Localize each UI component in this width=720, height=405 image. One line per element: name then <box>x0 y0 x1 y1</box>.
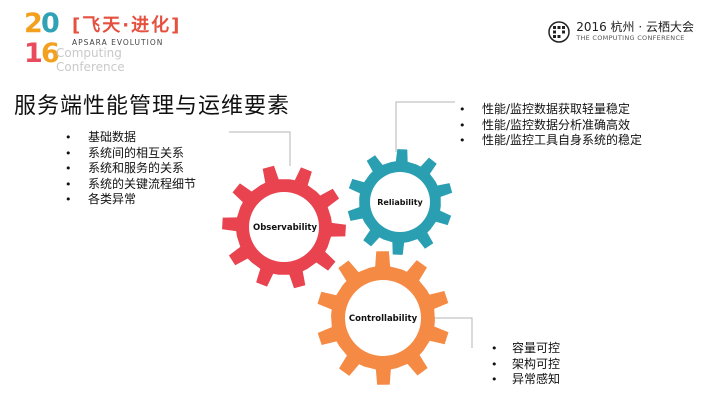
brand-english: APSARA EVOLUTION <box>72 38 181 48</box>
list-item: 系统间的相互关系 <box>88 146 196 162</box>
list-item: 性能/监控数据获取轻量稳定 <box>482 102 642 118</box>
gear-label-controllability: Controllability <box>349 314 418 324</box>
list-item: 容量可控 <box>512 341 560 357</box>
gear-label-reliability: Reliability <box>377 198 423 207</box>
logo-digit-2: 2 <box>24 10 43 37</box>
list-item: 性能/监控工具自身系统的稳定 <box>482 133 642 149</box>
page-title: 服务端性能管理与运维要素 <box>14 88 290 120</box>
computing-conference-logo-icon <box>548 21 570 43</box>
list-item: 架构可控 <box>512 357 560 373</box>
controllability-list: 容量可控 架构可控 异常感知 <box>512 341 560 388</box>
logo-subtitle: Computing Conference <box>56 46 125 74</box>
list-item: 系统和服务的关系 <box>88 161 196 177</box>
logo-subtitle-line2: Conference <box>56 60 125 74</box>
apsara-brand: [飞天·进化] APSARA EVOLUTION <box>72 15 181 48</box>
logo-digit-0: 0 <box>41 10 60 37</box>
list-item: 性能/监控数据分析准确高效 <box>482 118 642 134</box>
connector-reliability <box>396 102 455 152</box>
conference-logo: 2016 杭州 · 云栖大会 THE COMPUTING CONFERENCE <box>548 20 694 43</box>
gear-label-observability: Observability <box>253 223 317 233</box>
list-item: 异常感知 <box>512 372 560 388</box>
conference-text: 2016 杭州 · 云栖大会 THE COMPUTING CONFERENCE <box>576 20 694 43</box>
list-item: 系统的关键流程细节 <box>88 177 196 193</box>
conference-title: 2016 杭州 · 云栖大会 <box>576 20 694 34</box>
observability-list: 基础数据 系统间的相互关系 系统和服务的关系 系统的关键流程细节 各类异常 <box>88 130 196 208</box>
list-item: 各类异常 <box>88 192 196 208</box>
connector-observability <box>229 132 290 166</box>
list-item: 基础数据 <box>88 130 196 146</box>
conference-subtitle: THE COMPUTING CONFERENCE <box>576 34 694 43</box>
logo-subtitle-line1: Computing <box>56 46 125 60</box>
logo-digit-1: 1 <box>24 40 43 67</box>
brand-chinese: [飞天·进化] <box>72 15 181 37</box>
reliability-list: 性能/监控数据获取轻量稳定 性能/监控数据分析准确高效 性能/监控工具自身系统的… <box>482 102 642 149</box>
